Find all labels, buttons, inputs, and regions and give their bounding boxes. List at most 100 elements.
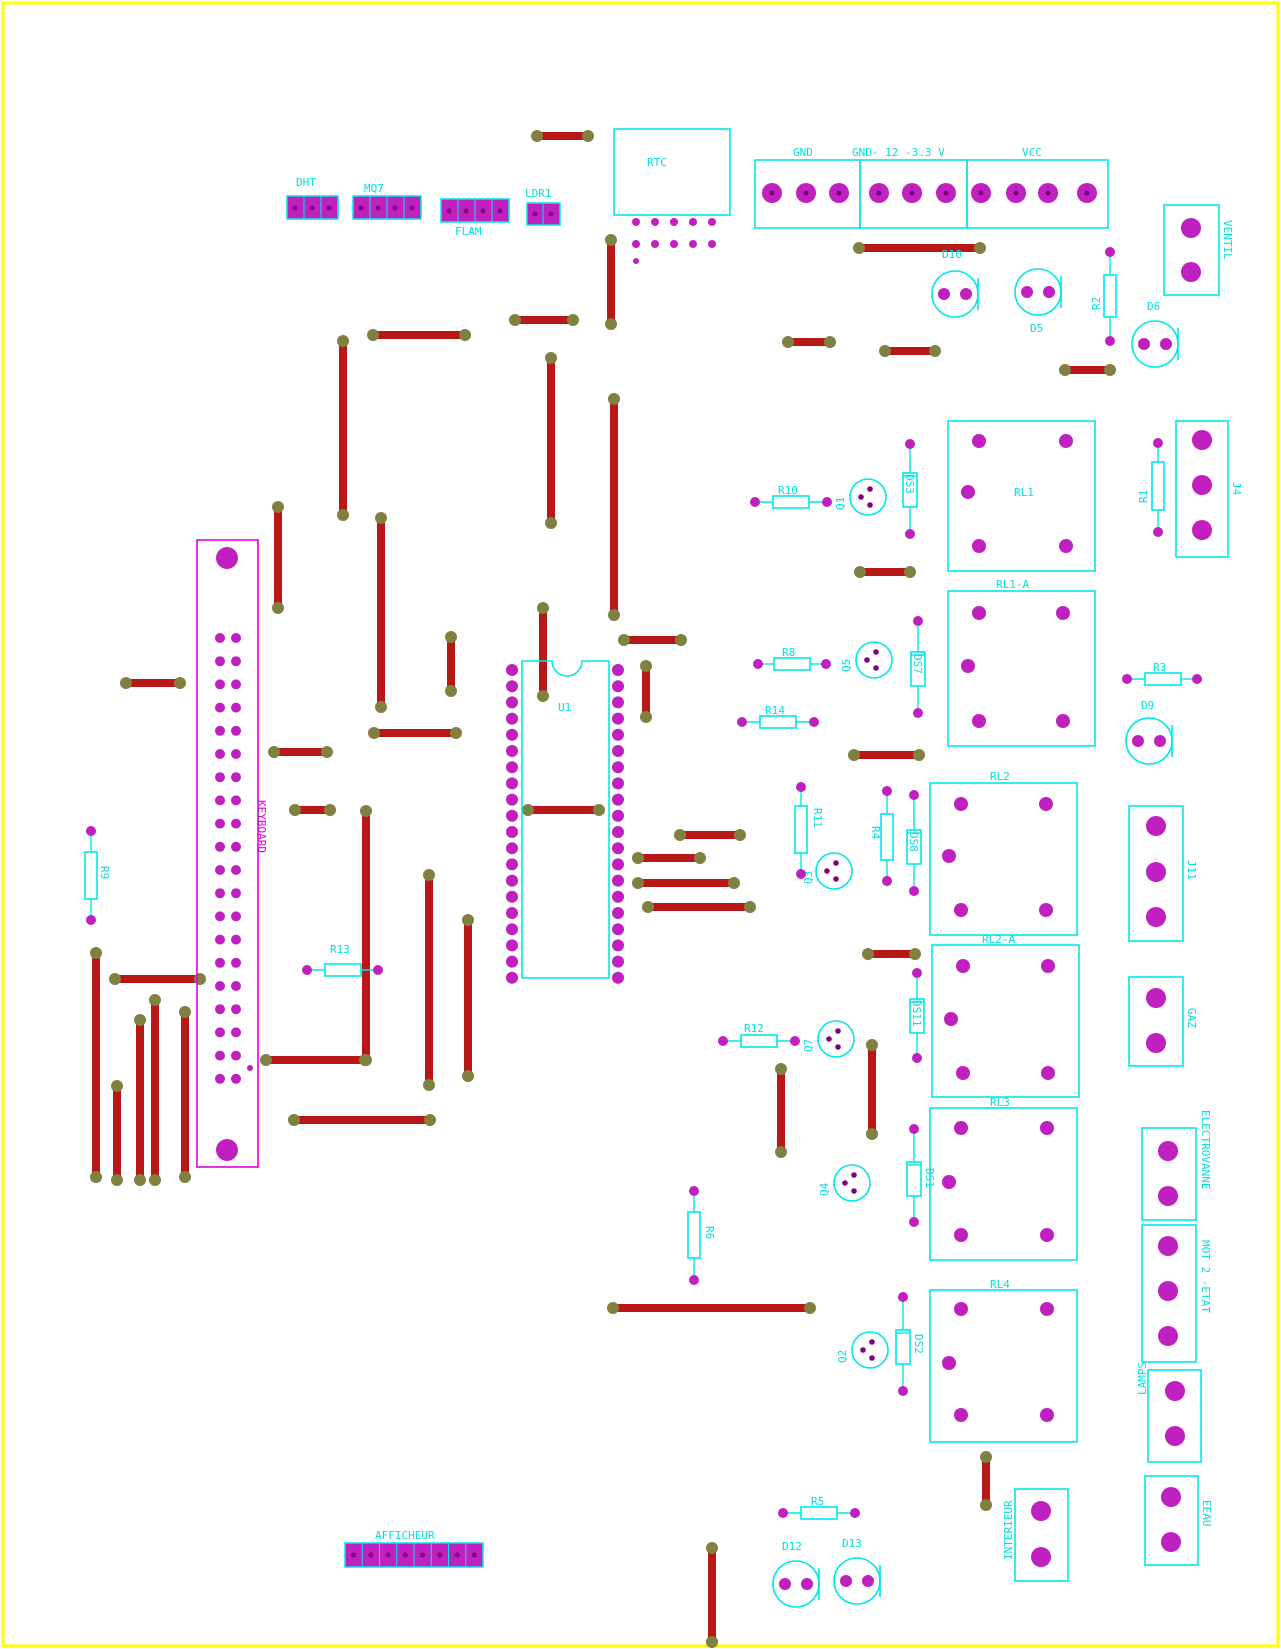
label-eeau: EEAU: [1200, 1500, 1213, 1527]
label-q4: Q4: [818, 1182, 831, 1196]
jumper-end: [462, 1070, 474, 1082]
keyboard-pin: [215, 1004, 225, 1015]
u1-pin: [612, 907, 624, 919]
jumper-end: [694, 852, 706, 864]
jumper-end: [367, 329, 379, 341]
power-terminal-pin-center: [769, 190, 775, 196]
label-d9: D9: [1141, 699, 1154, 712]
jumper-end: [268, 746, 280, 758]
u1-pin: [612, 728, 624, 741]
afficheur-pin: [437, 1552, 443, 1558]
label-afficheur: AFFICHEUR: [375, 1529, 435, 1542]
power-terminal-pin-center: [1045, 190, 1051, 196]
resistor-r11: R11: [794, 782, 824, 879]
u1-pin: [612, 890, 624, 903]
rtc-pin: [689, 218, 697, 226]
label-electrovanne: ELECTROVANNE: [1199, 1110, 1212, 1189]
led-d5: D5: [1014, 268, 1062, 335]
label-u1: U1: [558, 701, 571, 714]
keyboard-pin: [231, 656, 241, 667]
label-q2: Q2: [836, 1350, 849, 1363]
jumper-end: [375, 701, 387, 713]
keyboard-pin: [215, 981, 225, 991]
jumper-end: [445, 631, 457, 643]
label-d12: D12: [782, 1540, 802, 1553]
jumper-end: [608, 609, 620, 621]
afficheur-connector: AFFICHEUR: [344, 1529, 484, 1568]
u1-pin: [506, 728, 518, 741]
label-keyboard: KEYBOARD: [255, 800, 268, 853]
lamps-connector: LAMPS: [1136, 1362, 1202, 1463]
jumper-end: [782, 336, 794, 348]
label-rl1a: RL1-A: [996, 578, 1029, 591]
u1-pin: [506, 874, 518, 887]
power-terminals: GND GND- 12 -3.3 V VCC: [754, 146, 1109, 229]
resistor-r12: R12: [718, 1022, 800, 1048]
jumper-end: [866, 1039, 878, 1051]
label-vcc: VCC: [1022, 146, 1042, 159]
keyboard-pin: [231, 1050, 241, 1061]
relay-rl1a: RL1-A: [947, 578, 1096, 747]
u1-pin: [612, 939, 624, 952]
rtc-pin: [670, 240, 678, 248]
label-r3: R3: [1153, 661, 1166, 674]
rtc-pin: [689, 240, 697, 248]
jumper-end: [804, 1302, 816, 1314]
u1-pin: [506, 680, 518, 693]
label-r11: R11: [811, 808, 824, 828]
interieur-connector: INTERIEUR: [1002, 1488, 1069, 1582]
label-mot2: MOT 2 -ETAT: [1199, 1240, 1212, 1313]
label-ds8: DS8: [907, 832, 920, 852]
afficheur-pin: [420, 1552, 426, 1558]
jumper-end: [706, 1636, 718, 1648]
jumper-end: [674, 829, 686, 841]
jumper-end: [174, 677, 186, 689]
keyboard-pin: [231, 749, 241, 759]
keyboard-pin: [215, 934, 225, 945]
relay-rl2a: RL2-A: [931, 933, 1080, 1098]
jumper-end: [289, 804, 301, 816]
led-d12: D12: [772, 1540, 820, 1608]
jumper-end: [522, 804, 534, 816]
u1-microcontroller: U1: [506, 660, 624, 984]
power-terminal-pin-center: [978, 190, 984, 196]
jumper-end: [272, 501, 284, 513]
label-d10: D10: [942, 248, 962, 261]
jumper-end: [1059, 364, 1071, 376]
u1-pin: [612, 793, 624, 806]
jumper-end: [980, 1499, 992, 1511]
jumper-end: [194, 973, 206, 985]
jumper-end: [775, 1063, 787, 1075]
ldr1-connector: LDR1: [525, 187, 561, 226]
u1-pin: [612, 858, 624, 871]
jumper-end: [337, 335, 349, 347]
u1-pin: [506, 842, 518, 855]
label-gnd-supply: GND- 12 -3.3 V: [852, 146, 945, 159]
rtc-pin: [632, 240, 640, 248]
resistor-r14: R14: [737, 704, 819, 729]
mot2-connector: MOT 2 -ETAT: [1141, 1224, 1212, 1363]
keyboard-pin: [215, 702, 225, 713]
keyboard-pin: [215, 679, 225, 690]
jumper-end: [866, 1128, 878, 1140]
rtc-pin: [670, 218, 678, 226]
jumper-end: [537, 690, 549, 702]
keyboard-pin: [215, 1050, 225, 1061]
jumper-end: [640, 660, 652, 672]
power-terminal-pin-center: [909, 190, 915, 196]
jumper-end: [605, 234, 617, 246]
jumper-end: [632, 852, 644, 864]
jumper-end: [179, 1171, 191, 1183]
jumper-end: [321, 746, 333, 758]
u1-pin: [506, 696, 518, 709]
transistor-q3: Q3: [802, 852, 853, 890]
keyboard-pin: [215, 725, 225, 736]
keyboard-pin: [215, 795, 225, 806]
jumper-end: [360, 805, 372, 817]
label-r5: R5: [811, 1495, 824, 1508]
jumper-end: [260, 1054, 272, 1066]
jumper-end: [728, 877, 740, 889]
jumper-end: [929, 345, 941, 357]
relay-rl1: RL1: [947, 420, 1096, 572]
